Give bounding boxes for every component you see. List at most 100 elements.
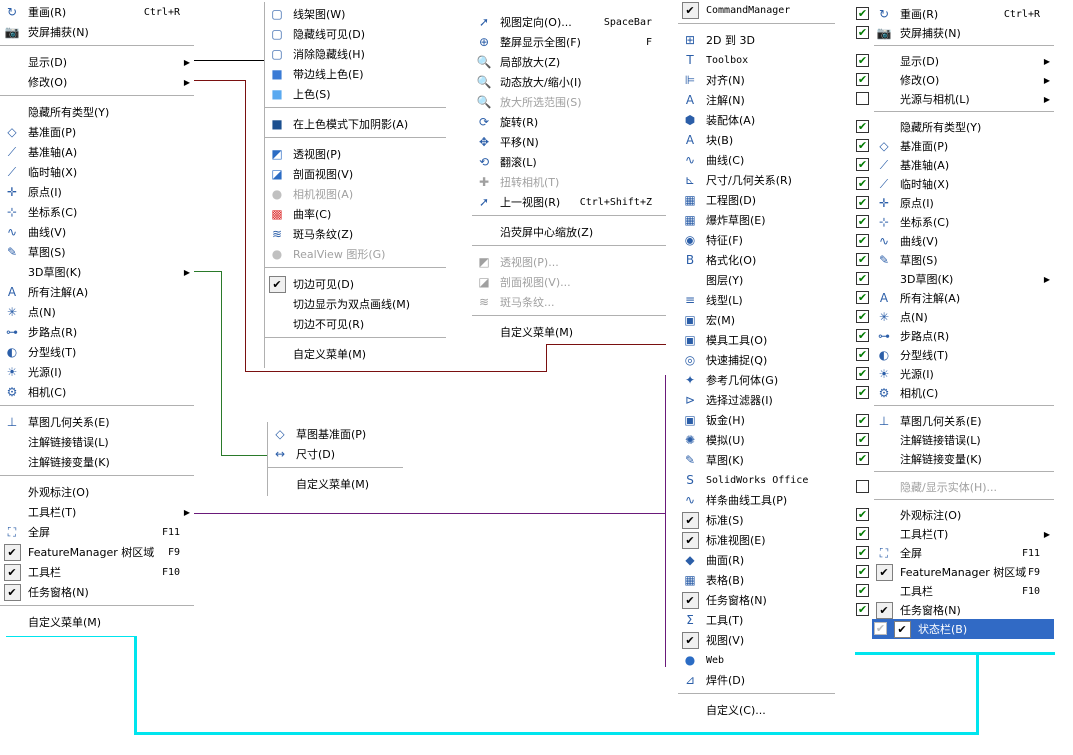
visibility-checkbox[interactable]: ✔ [856, 584, 869, 597]
visibility-checkbox[interactable]: ✔ [856, 139, 869, 152]
menu-item-焊件[interactable]: ⊿焊件(D) [678, 670, 835, 690]
visibility-checkbox[interactable]: ✔ [856, 291, 869, 304]
menu-item-注解链接错误[interactable]: ✔注解链接错误(L) [854, 430, 1054, 450]
visibility-checkbox[interactable]: ✔ [874, 622, 887, 635]
menu-item-曲线[interactable]: ✔∿曲线(V) [854, 231, 1054, 251]
menu-item-尺寸[interactable]: ↔尺寸(D) [268, 444, 403, 464]
menu-item-快速捕捉[interactable]: ◎快速捕捉(Q) [678, 350, 835, 370]
visibility-checkbox[interactable]: ✔ [856, 433, 869, 446]
visibility-checkbox[interactable] [856, 480, 869, 493]
visibility-checkbox[interactable]: ✔ [856, 177, 869, 190]
menu-item-临时轴[interactable]: ⟋临时轴(X) [0, 162, 194, 182]
menu-item-点[interactable]: ✳点(N) [0, 302, 194, 322]
menu-item-草图[interactable]: ✎草图(K) [678, 450, 835, 470]
visibility-checkbox[interactable]: ✔ [856, 253, 869, 266]
visibility-checkbox[interactable]: ✔ [856, 452, 869, 465]
menu-item-翻滚[interactable]: ⟲翻滚(L) [472, 152, 666, 172]
menu-item-光源[interactable]: ☀光源(I) [0, 362, 194, 382]
menu-item-web[interactable]: ●Web [678, 650, 835, 670]
menu-item-视图[interactable]: ✔视图(V) [678, 630, 835, 650]
menu-item-对齐[interactable]: ⊫对齐(N) [678, 70, 835, 90]
menu-item-原点[interactable]: ✔✛原点(I) [854, 193, 1054, 213]
menu-item-任务窗格[interactable]: ✔任务窗格(N) [0, 582, 194, 602]
menu-item-3d草图[interactable]: 3D草图(K)▶ [0, 262, 194, 282]
menu-item-切边显示为双点画线[interactable]: 切边显示为双点画线(M) [265, 294, 446, 314]
menu-item-步路点[interactable]: ⊶步路点(R) [0, 322, 194, 342]
menu-item-草图基准面[interactable]: ◇草图基准面(P) [268, 424, 403, 444]
visibility-checkbox[interactable]: ✔ [856, 386, 869, 399]
visibility-checkbox[interactable]: ✔ [856, 527, 869, 540]
visibility-checkbox[interactable]: ✔ [856, 546, 869, 559]
menu-item-标准视图[interactable]: ✔标准视图(E) [678, 530, 835, 550]
menu-item-自定义菜单[interactable]: 自定义菜单(M) [0, 612, 194, 632]
menu-item-工具栏[interactable]: 工具栏(T)▶ [0, 502, 194, 522]
menu-item-荧屏捕获[interactable]: 📷荧屏捕获(N) [0, 22, 194, 42]
menu-item-钣金[interactable]: ▣钣金(H) [678, 410, 835, 430]
menu-item-显示[interactable]: 显示(D)▶ [0, 52, 194, 72]
visibility-checkbox[interactable]: ✔ [856, 329, 869, 342]
menu-item-旋转[interactable]: ⟳旋转(R) [472, 112, 666, 132]
menu-item-带边线上色[interactable]: ■带边线上色(E) [265, 64, 446, 84]
visibility-checkbox[interactable]: ✔ [856, 196, 869, 209]
visibility-checkbox[interactable]: ✔ [856, 73, 869, 86]
menu-item-表格[interactable]: ▦表格(B) [678, 570, 835, 590]
menu-item-样条曲线工具[interactable]: ∿样条曲线工具(P) [678, 490, 835, 510]
menu-item-爆炸草图[interactable]: ▦爆炸草图(E) [678, 210, 835, 230]
menu-item-上一视图[interactable]: ➚上一视图(R)Ctrl+Shift+Z [472, 192, 666, 212]
menu-item-荧屏捕获[interactable]: ✔📷荧屏捕获(N) [854, 23, 1054, 43]
menu-item-坐标系[interactable]: ⊹坐标系(C) [0, 202, 194, 222]
menu-item-切边不可见[interactable]: 切边不可见(R) [265, 314, 446, 334]
menu-item-任务窗格[interactable]: ✔✔任务窗格(N) [854, 600, 1054, 620]
menu-item-注解链接变量[interactable]: ✔注解链接变量(K) [854, 449, 1054, 469]
menu-item-尺寸/几何关系[interactable]: ⊾尺寸/几何关系(R) [678, 170, 835, 190]
menu-item-注解链接变量[interactable]: 注解链接变量(K) [0, 452, 194, 472]
visibility-checkbox[interactable]: ✔ [856, 565, 869, 578]
menu-item-重画[interactable]: ↻重画(R)Ctrl+R [0, 2, 194, 22]
menu-item-斑马条纹[interactable]: ≋斑马条纹(Z) [265, 224, 446, 244]
menu-item-临时轴[interactable]: ✔⟋临时轴(X) [854, 174, 1054, 194]
visibility-checkbox[interactable]: ✔ [856, 158, 869, 171]
menu-item-曲率[interactable]: ▩曲率(C) [265, 204, 446, 224]
menu-item-点[interactable]: ✔✳点(N) [854, 307, 1054, 327]
menu-item-草图[interactable]: ✎草图(S) [0, 242, 194, 262]
menu-item-2d-到-3d[interactable]: ⊞2D 到 3D [678, 30, 835, 50]
visibility-checkbox[interactable]: ✔ [856, 54, 869, 67]
menu-item-整屏显示全图[interactable]: ⊕整屏显示全图(F)F [472, 32, 666, 52]
visibility-checkbox[interactable]: ✔ [856, 310, 869, 323]
menu-item-透视图[interactable]: ◩透视图(P) [265, 144, 446, 164]
menu-item-外观标注[interactable]: 外观标注(O) [0, 482, 194, 502]
menu-item-草图几何关系[interactable]: ⊥草图几何关系(E) [0, 412, 194, 432]
menu-item-线型[interactable]: ≡线型(L) [678, 290, 835, 310]
visibility-checkbox[interactable]: ✔ [856, 348, 869, 361]
menu-item-隐藏线可见[interactable]: ▢隐藏线可见(D) [265, 24, 446, 44]
menu-item-宏[interactable]: ▣宏(M) [678, 310, 835, 330]
visibility-checkbox[interactable]: ✔ [856, 414, 869, 427]
menu-item-草图[interactable]: ✔✎草图(S) [854, 250, 1054, 270]
menu-item-视图定向[interactable]: ➚视图定向(O)...SpaceBar [472, 12, 666, 32]
menu-item-显示[interactable]: ✔显示(D)▶ [854, 51, 1054, 71]
menu-item-模具工具[interactable]: ▣模具工具(O) [678, 330, 835, 350]
menu-item-光源[interactable]: ✔☀光源(I) [854, 364, 1054, 384]
menu-item-动态放大/缩小[interactable]: 🔍动态放大/缩小(I) [472, 72, 666, 92]
menu-item-坐标系[interactable]: ✔⊹坐标系(C) [854, 212, 1054, 232]
menu-item-基准轴[interactable]: ✔⟋基准轴(A) [854, 155, 1054, 175]
visibility-checkbox[interactable]: ✔ [856, 120, 869, 133]
visibility-checkbox[interactable]: ✔ [856, 234, 869, 247]
menu-item-特征[interactable]: ◉特征(F) [678, 230, 835, 250]
menu-item-选择过滤器[interactable]: ⊳选择过滤器(I) [678, 390, 835, 410]
menu-item-切边可见[interactable]: ✔切边可见(D) [265, 274, 446, 294]
menu-item-曲线[interactable]: ∿曲线(V) [0, 222, 194, 242]
visibility-checkbox[interactable]: ✔ [856, 603, 869, 616]
visibility-checkbox[interactable]: ✔ [856, 215, 869, 228]
menu-item-隐藏所有类型[interactable]: ✔隐藏所有类型(Y) [854, 117, 1054, 137]
menu-item-基准面[interactable]: ◇基准面(P) [0, 122, 194, 142]
menu-item-状态栏[interactable]: ✔✔状态栏(B) [872, 619, 1054, 639]
menu-item-工具栏[interactable]: ✔工具栏(T)▶ [854, 524, 1054, 544]
menu-item-3d草图[interactable]: ✔3D草图(K)▶ [854, 269, 1054, 289]
